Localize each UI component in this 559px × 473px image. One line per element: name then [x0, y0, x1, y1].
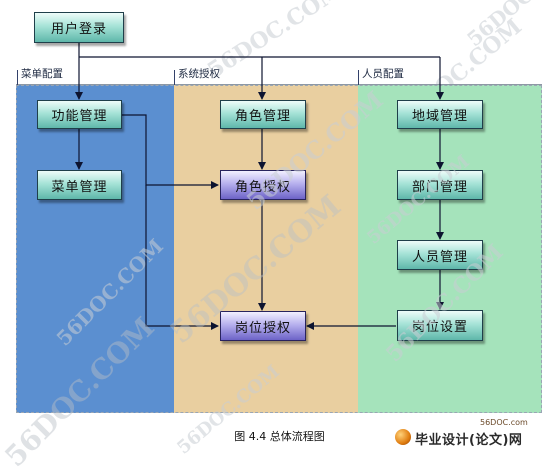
site-url: 56DOC.com: [480, 418, 528, 427]
site-logo-text: 毕业设计(论文)网: [415, 433, 523, 448]
user-login-box: 用户登录: [34, 12, 124, 43]
lane-tick: [358, 70, 359, 85]
connector-layer: [75, 43, 444, 330]
lane-header-line: [16, 84, 542, 85]
lane-system-auth: [174, 85, 358, 413]
function-mgmt-box: 功能管理: [37, 100, 122, 129]
lane-label-system-auth: 系统授权: [178, 68, 220, 80]
connector-function-to-post-auth: [145, 185, 219, 330]
role-auth-box: 角色授权: [220, 170, 306, 200]
role-mgmt-box: 角色管理: [220, 100, 306, 129]
connector-function-to-role-auth: [122, 114, 219, 189]
site-logo-icon: [395, 429, 411, 445]
lane-label-menu-config: 菜单配置: [21, 68, 63, 80]
lane-menu-config: [16, 85, 174, 413]
staff-mgmt-box: 人员管理: [397, 240, 483, 270]
figure-caption: 图 4.4 总体流程图: [234, 430, 325, 443]
post-setup-box: 岗位设置: [397, 310, 483, 341]
region-mgmt-box: 地域管理: [397, 100, 483, 129]
lane-tick: [17, 70, 18, 85]
post-auth-box: 岗位授权: [220, 311, 306, 341]
lane-tick: [174, 70, 175, 85]
menu-mgmt-box: 菜单管理: [37, 170, 122, 200]
lane-label-staff-config: 人员配置: [362, 68, 404, 80]
dept-mgmt-box: 部门管理: [397, 170, 483, 200]
